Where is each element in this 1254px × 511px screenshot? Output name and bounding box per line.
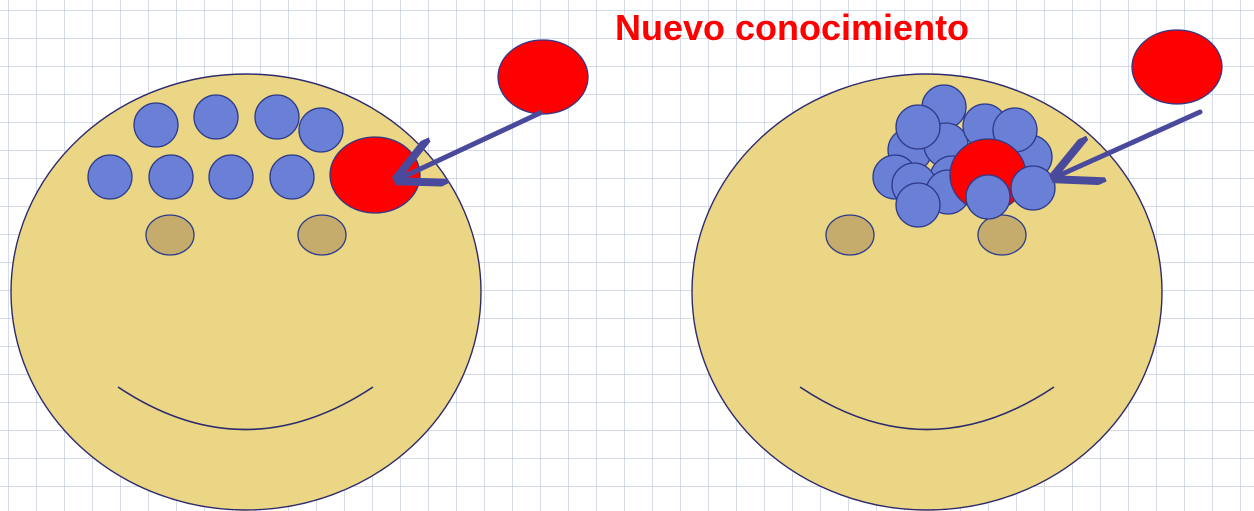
new-knowledge-title: Nuevo conocimiento bbox=[615, 7, 970, 48]
left-knowledge-ball bbox=[148, 154, 194, 200]
left-head bbox=[10, 73, 482, 511]
insert-arrow bbox=[1060, 109, 1203, 175]
right-knowledge-cluster bbox=[872, 84, 1053, 228]
smile bbox=[117, 386, 374, 431]
incoming-new-knowledge bbox=[1131, 29, 1223, 105]
left-face bbox=[10, 73, 482, 511]
right-eye bbox=[297, 214, 347, 256]
left-knowledge-ball bbox=[208, 154, 254, 200]
left-knowledge-ball bbox=[133, 102, 179, 148]
left-eye bbox=[825, 214, 875, 256]
right-knowledge-ball bbox=[965, 174, 1011, 220]
right-eye bbox=[977, 214, 1027, 256]
right-knowledge-ball bbox=[1010, 165, 1056, 211]
left-knowledge-cluster bbox=[87, 94, 344, 200]
smile bbox=[799, 386, 1055, 431]
left-knowledge-ball bbox=[193, 94, 239, 140]
insert-arrow bbox=[403, 110, 543, 177]
left-knowledge-ball bbox=[269, 154, 315, 200]
right-knowledge-ball bbox=[895, 182, 941, 228]
left-knowledge-ball bbox=[254, 94, 300, 140]
right-knowledge-ball bbox=[895, 104, 941, 150]
left-knowledge-ball bbox=[298, 107, 344, 153]
left-eye bbox=[145, 214, 195, 256]
incoming-new-knowledge bbox=[497, 39, 589, 115]
right-head bbox=[691, 73, 1163, 511]
left-knowledge-ball bbox=[87, 154, 133, 200]
